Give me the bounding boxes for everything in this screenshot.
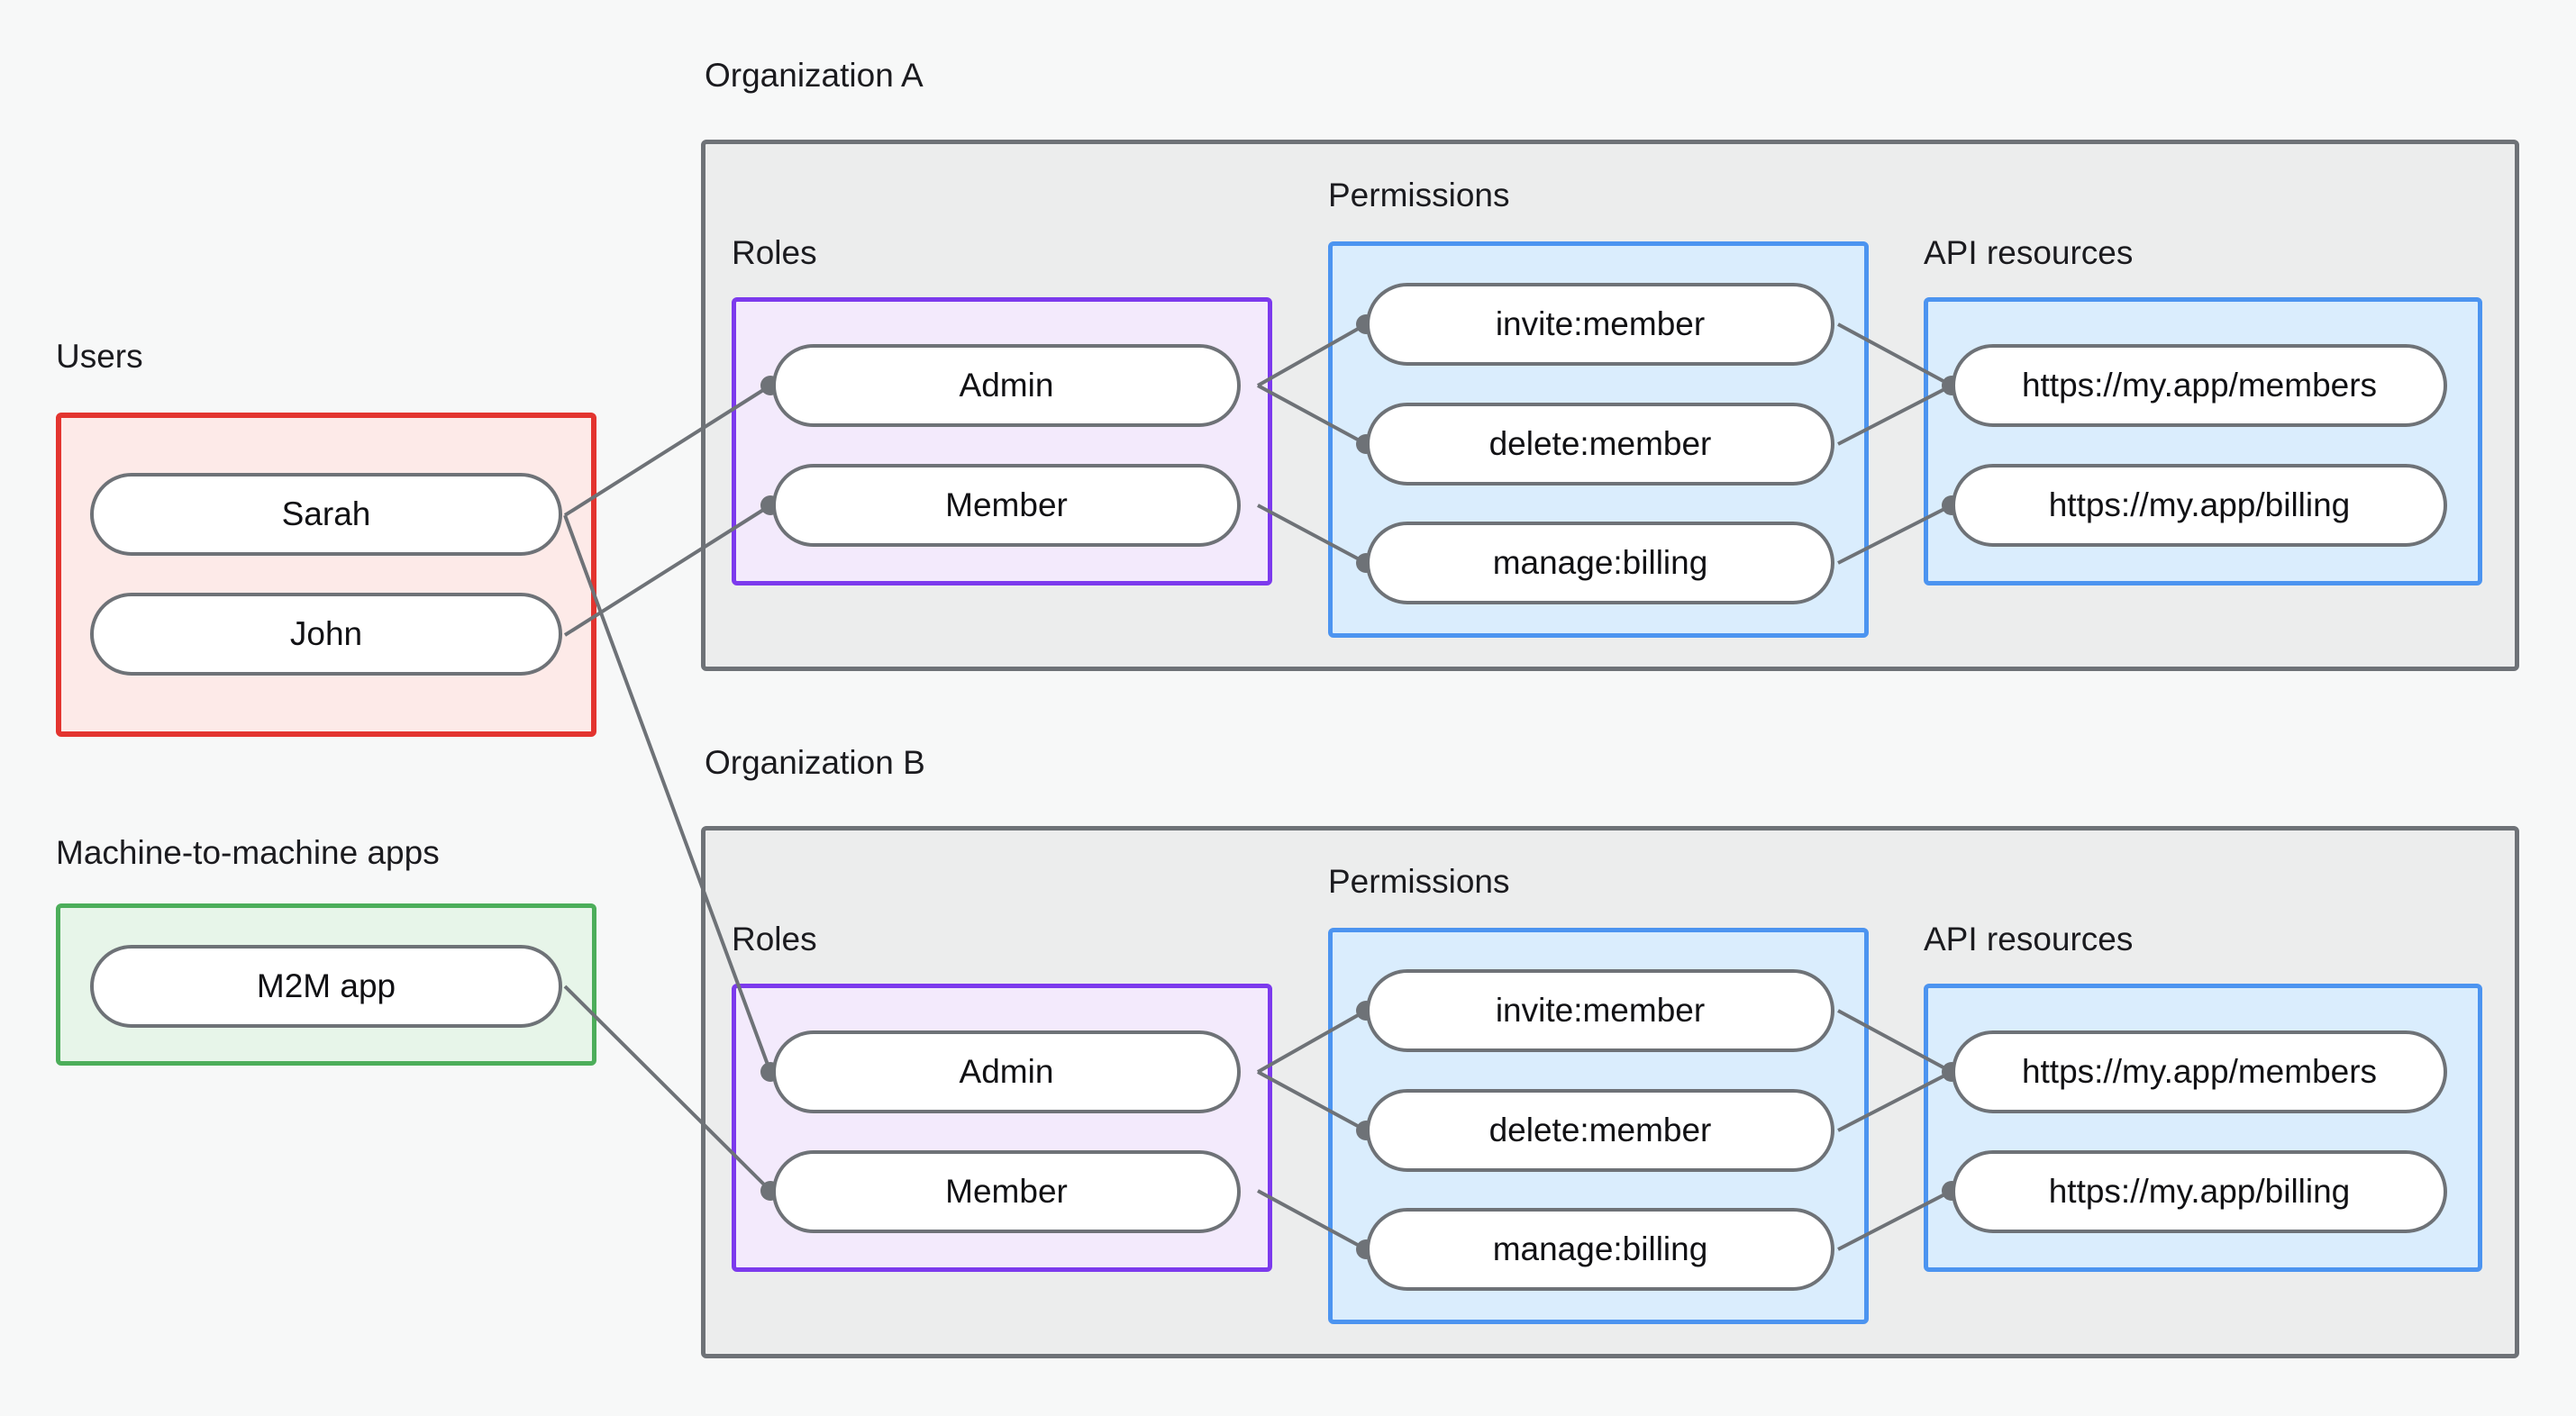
users-group-title: Users	[56, 338, 143, 375]
user-node-sarah[interactable]: Sarah	[90, 473, 562, 556]
org-b-title: Organization B	[705, 744, 925, 781]
org-b-api-resource-members[interactable]: https://my.app/members	[1952, 1030, 2447, 1113]
org-b-role-member[interactable]: Member	[772, 1150, 1241, 1233]
org-a-permission-delete-member[interactable]: delete:member	[1366, 403, 1834, 486]
m2m-group-title: Machine-to-machine apps	[56, 834, 440, 871]
org-b-api-label: API resources	[1924, 921, 2134, 958]
org-b-role-admin[interactable]: Admin	[772, 1030, 1241, 1113]
org-a-title: Organization A	[705, 57, 924, 94]
org-a-api-resource-billing[interactable]: https://my.app/billing	[1952, 464, 2447, 547]
org-a-api-label: API resources	[1924, 234, 2134, 271]
org-b-permission-invite-member[interactable]: invite:member	[1366, 969, 1834, 1052]
user-node-john[interactable]: John	[90, 593, 562, 676]
org-b-permission-manage-billing[interactable]: manage:billing	[1366, 1208, 1834, 1291]
org-b-permission-delete-member[interactable]: delete:member	[1366, 1089, 1834, 1172]
org-b-permissions-label: Permissions	[1328, 863, 1510, 900]
org-b-roles-label: Roles	[732, 921, 817, 958]
org-a-permission-invite-member[interactable]: invite:member	[1366, 283, 1834, 366]
org-a-role-member[interactable]: Member	[772, 464, 1241, 547]
org-a-api-resource-members[interactable]: https://my.app/members	[1952, 344, 2447, 427]
org-b-api-resource-billing[interactable]: https://my.app/billing	[1952, 1150, 2447, 1233]
org-a-permission-manage-billing[interactable]: manage:billing	[1366, 522, 1834, 604]
org-a-roles-label: Roles	[732, 234, 817, 271]
org-a-role-admin[interactable]: Admin	[772, 344, 1241, 427]
m2m-node-app[interactable]: M2M app	[90, 945, 562, 1028]
org-a-permissions-label: Permissions	[1328, 177, 1510, 213]
users-group-box	[56, 413, 596, 737]
